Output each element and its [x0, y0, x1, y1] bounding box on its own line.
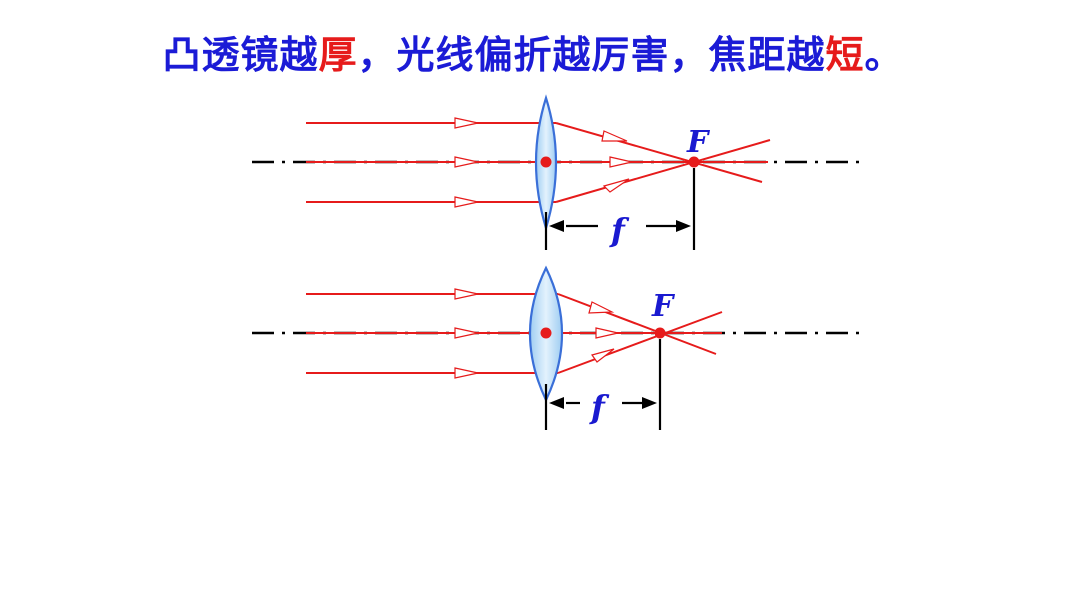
focal-point-dot [654, 327, 666, 339]
ray-arrow [609, 156, 633, 168]
title-emphasis-short: 短 [825, 33, 865, 77]
ray-arrow [602, 178, 630, 193]
focal-length-label: f [609, 211, 630, 249]
arrowhead-right [642, 397, 657, 409]
ray-arrow [454, 367, 479, 379]
refracted-ray-top [555, 122, 763, 183]
focal-length-label: f [589, 388, 610, 426]
arrowhead-right [676, 220, 691, 232]
refracted-ray-top [557, 293, 717, 355]
ray-arrow [588, 301, 615, 314]
optical-center-dot [540, 156, 552, 168]
arrowhead-left [549, 220, 564, 232]
slide-title: 凸透镜越厚，光线偏折越厉害，焦距越短。 [0, 24, 1066, 79]
ray-arrow [454, 156, 479, 168]
ray-arrow [454, 196, 479, 208]
ray-arrow [454, 117, 479, 129]
focus-label: F [686, 125, 711, 160]
title-part-2: ，光线偏折越厉害，焦距越 [357, 33, 826, 77]
title-emphasis-thick: 厚 [318, 33, 358, 77]
ray-arrow [595, 327, 619, 339]
focal-point-dot [688, 156, 700, 168]
refracted-ray-bottom [557, 311, 723, 374]
arrowhead-left [549, 397, 564, 409]
optical-center-dot [540, 327, 552, 339]
focus-label: F [651, 289, 676, 324]
diagram-thin-lens: F f [252, 94, 860, 250]
ray-arrow [591, 348, 615, 363]
ray-arrow [601, 130, 628, 142]
diagram-thick-lens: F f [252, 265, 860, 430]
ray-arrow [454, 288, 479, 300]
title-part-3: 。 [864, 33, 904, 77]
refracted-ray-bottom [555, 139, 771, 203]
title-part-1: 凸透镜越 [162, 33, 319, 77]
ray-arrow [454, 327, 479, 339]
